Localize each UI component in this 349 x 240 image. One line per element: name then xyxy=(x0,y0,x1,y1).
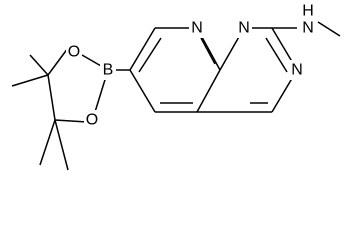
bond-c-methyl-1 xyxy=(29,54,49,76)
bond-fusion xyxy=(196,69,221,113)
bond-c-c-ring-left-top-inner xyxy=(138,37,162,73)
bond-c-methyl-2 xyxy=(11,74,49,87)
nh-amine-n-label: N xyxy=(302,20,314,37)
bond-c-methyl-3 xyxy=(39,119,56,166)
bond-c-methyl-4 xyxy=(54,119,69,171)
atom-labels: N N N N H O O B xyxy=(66,2,316,130)
bond-c-c-ring-left-bottom xyxy=(129,69,156,113)
n-ring-top-right-label: N xyxy=(238,20,250,37)
label-bg-n2 xyxy=(236,18,252,38)
bond-c-c-ring-left-top xyxy=(129,27,156,71)
bond-nh-methyl xyxy=(317,21,341,37)
molecule-canvas: N N N N H O O B xyxy=(11,2,341,171)
o-lower-label: O xyxy=(86,112,98,129)
bond-o-lower-c xyxy=(54,119,88,123)
label-bg-n3 xyxy=(289,60,305,80)
label-bg-o-upper xyxy=(66,42,82,62)
label-bg-o-lower xyxy=(84,110,100,130)
bond-n1-c-fusion-top-inner xyxy=(200,37,216,65)
label-bg-n1 xyxy=(189,18,205,38)
boron-label: B xyxy=(103,62,114,79)
n-ring-right-label: N xyxy=(291,62,303,79)
molecule-structure: N N N N H O O B xyxy=(11,2,341,171)
label-bg-nh xyxy=(300,18,316,38)
bond-c-c-pinacol xyxy=(47,74,56,121)
nh-amine-h-label: H xyxy=(302,3,314,20)
label-bg-b xyxy=(100,60,116,80)
bond-c-amine-n3-inner xyxy=(265,37,288,73)
bond-o-upper-c xyxy=(47,47,69,76)
label-bg-h xyxy=(300,2,316,20)
bonds xyxy=(11,21,341,171)
n-ring-top-left-label: N xyxy=(191,20,203,37)
o-upper-label: O xyxy=(68,44,80,61)
